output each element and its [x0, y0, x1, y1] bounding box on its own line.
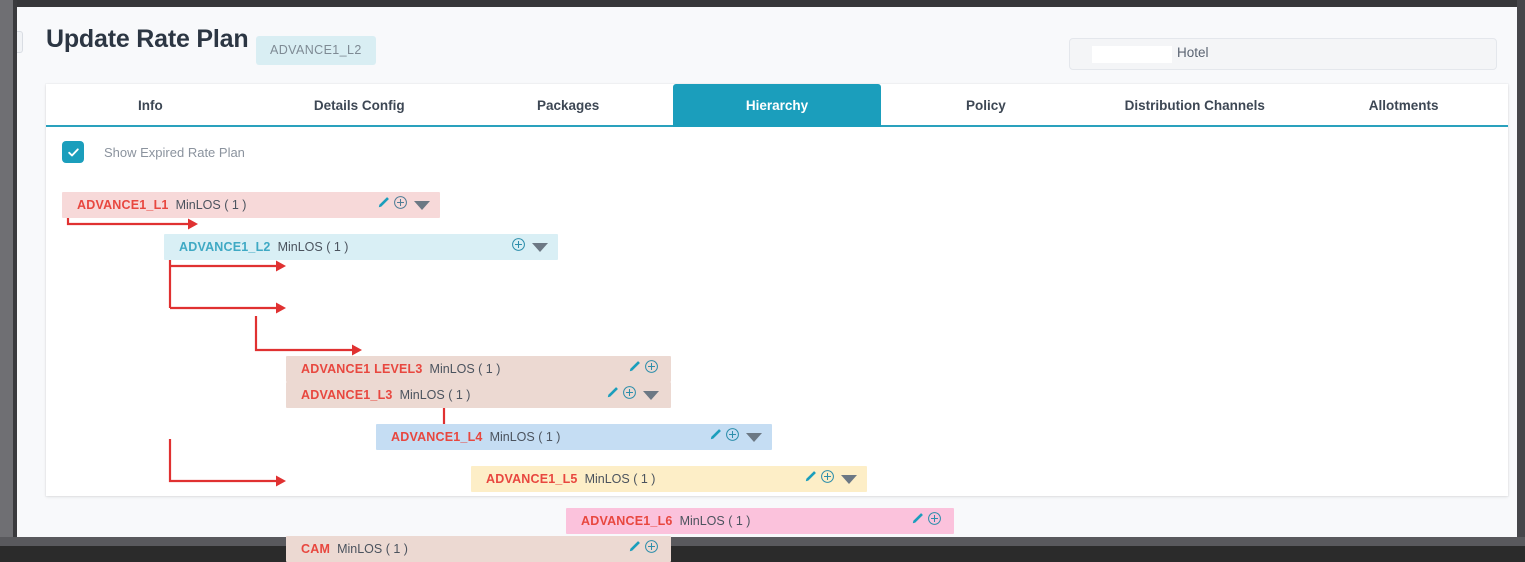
show-expired-row: Show Expired Rate Plan — [62, 141, 245, 163]
tab-allotments[interactable]: Allotments — [1368, 98, 1439, 113]
connector-l2-to-cam — [168, 439, 298, 489]
page-header: Update Rate Plan ADVANCE1_L2 Hotel — [30, 19, 1510, 71]
tab-bar: Info Details Config Packages Hierarchy P… — [46, 84, 1508, 127]
plus-circle-icon[interactable] — [927, 511, 942, 531]
tree-node-advance1-l6[interactable]: ADVANCE1_L6 MinLOS ( 1 ) — [566, 508, 954, 534]
tree-node-name: ADVANCE1 LEVEL3 — [301, 362, 423, 376]
plus-circle-icon[interactable] — [622, 385, 637, 405]
caret-down-icon[interactable] — [746, 432, 762, 442]
tree-node-actions — [708, 427, 762, 447]
rate-plan-card: Info Details Config Packages Hierarchy P… — [46, 84, 1508, 562]
tree-node-cam[interactable]: CAM MinLOS ( 1 ) — [286, 536, 671, 562]
tab-packages[interactable]: Packages — [536, 98, 600, 113]
caret-down-icon[interactable] — [643, 390, 659, 400]
hotel-selector[interactable]: Hotel — [1069, 38, 1497, 70]
tree-node-minlos: MinLOS ( 1 ) — [277, 240, 349, 254]
tree-node-actions — [376, 195, 430, 215]
hotel-selector-label: Hotel — [1177, 45, 1209, 60]
tree-node-name: ADVANCE1_L6 — [581, 514, 673, 528]
pencil-icon[interactable] — [803, 469, 818, 489]
sidebar-toggle-tab[interactable] — [17, 31, 23, 53]
tree-node-minlos: MinLOS ( 1 ) — [175, 198, 247, 212]
tree-node-actions — [627, 359, 659, 379]
tab-info[interactable]: Info — [138, 98, 163, 113]
hierarchy-tree: ADVANCE1_L1 MinLOS ( 1 ) ADVANCE1_L — [46, 84, 1508, 562]
tree-node-advance1-l3[interactable]: ADVANCE1_L3 MinLOS ( 1 ) — [286, 382, 671, 408]
window-left-rail — [0, 0, 13, 546]
tree-node-advance1-l2[interactable]: ADVANCE1_L2 MinLOS ( 1 ) — [164, 234, 558, 260]
caret-down-icon[interactable] — [841, 474, 857, 484]
tree-node-name: CAM — [301, 542, 331, 556]
tree-node-name: ADVANCE1_L1 — [77, 198, 169, 212]
window-bottom-rail — [0, 537, 1525, 546]
caret-down-icon[interactable] — [532, 242, 548, 252]
tree-node-advance1-l4[interactable]: ADVANCE1_L4 MinLOS ( 1 ) — [376, 424, 772, 450]
tab-policy[interactable]: Policy — [965, 98, 1006, 113]
rate-plan-code-chip: ADVANCE1_L2 — [256, 36, 376, 65]
tab-details-config[interactable]: Details Config — [313, 98, 405, 113]
hotel-name-redaction — [1092, 46, 1172, 63]
pencil-icon[interactable] — [605, 385, 620, 405]
check-icon — [67, 146, 80, 159]
pencil-icon[interactable] — [627, 359, 642, 379]
tree-node-actions — [803, 469, 857, 489]
tree-node-minlos: MinLOS ( 1 ) — [679, 514, 751, 528]
page-title: Update Rate Plan — [46, 25, 249, 53]
plus-circle-icon[interactable] — [644, 539, 659, 559]
tree-node-actions — [605, 385, 659, 405]
tree-node-advance1-l1[interactable]: ADVANCE1_L1 MinLOS ( 1 ) — [62, 192, 440, 218]
connector-l3-to-l4 — [254, 316, 374, 358]
page-surface: Update Rate Plan ADVANCE1_L2 Hotel Info … — [17, 7, 1517, 562]
tab-hierarchy[interactable]: Hierarchy — [672, 84, 882, 127]
pencil-icon[interactable] — [376, 195, 391, 215]
plus-circle-icon[interactable] — [820, 469, 835, 489]
tree-node-name: ADVANCE1_L3 — [301, 388, 393, 402]
pencil-icon[interactable] — [627, 539, 642, 559]
window-left-rail-inner — [13, 0, 17, 546]
pencil-icon[interactable] — [708, 427, 723, 447]
tree-node-advance1-level3[interactable]: ADVANCE1 LEVEL3 MinLOS ( 1 ) — [286, 356, 671, 382]
window-right-rail — [1517, 0, 1525, 546]
tab-distribution-channels[interactable]: Distribution Channels — [1124, 98, 1265, 113]
plus-circle-icon[interactable] — [725, 427, 740, 447]
tree-node-name: ADVANCE1_L5 — [486, 472, 578, 486]
tree-node-advance1-l5[interactable]: ADVANCE1_L5 MinLOS ( 1 ) — [471, 466, 867, 492]
show-expired-label: Show Expired Rate Plan — [104, 144, 245, 160]
tree-node-minlos: MinLOS ( 1 ) — [584, 472, 656, 486]
tree-node-actions — [627, 539, 659, 559]
tree-node-name: ADVANCE1_L4 — [391, 430, 483, 444]
tree-node-minlos: MinLOS ( 1 ) — [337, 542, 408, 556]
tree-node-minlos: MinLOS ( 1 ) — [429, 362, 501, 376]
plus-circle-icon[interactable] — [393, 195, 408, 215]
tree-node-actions — [910, 511, 942, 531]
tree-node-minlos: MinLOS ( 1 ) — [489, 430, 561, 444]
plus-circle-icon[interactable] — [644, 359, 659, 379]
pencil-icon[interactable] — [910, 511, 925, 531]
caret-down-icon[interactable] — [414, 200, 430, 210]
show-expired-checkbox[interactable] — [62, 141, 84, 163]
tree-node-name: ADVANCE1_L2 — [179, 240, 271, 254]
plus-circle-icon[interactable] — [511, 237, 526, 257]
tree-node-actions — [511, 237, 548, 257]
tree-node-minlos: MinLOS ( 1 ) — [399, 388, 471, 402]
